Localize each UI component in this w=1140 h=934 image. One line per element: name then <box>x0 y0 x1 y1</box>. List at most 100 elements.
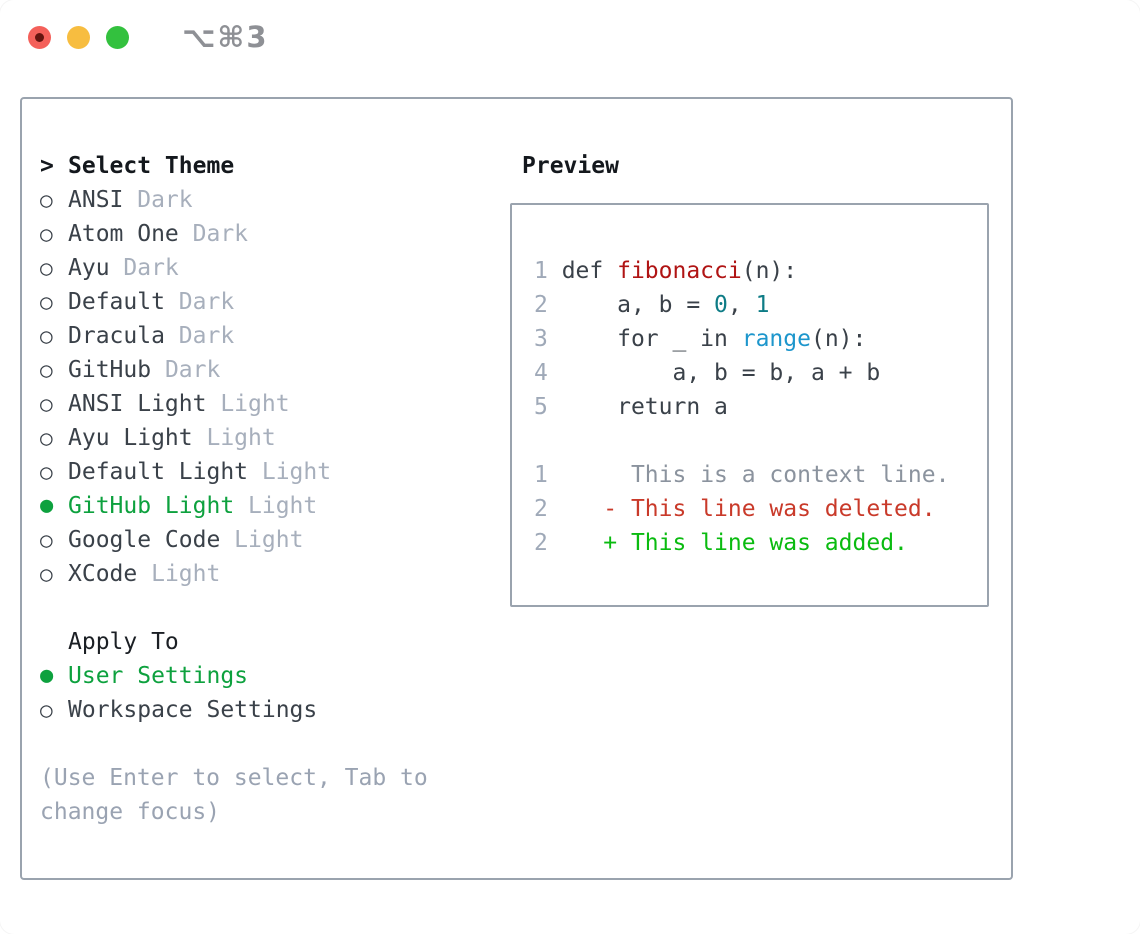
titlebar: ⌥⌘3 <box>28 20 269 54</box>
close-button[interactable] <box>28 25 51 49</box>
token-num: 0 <box>714 292 728 318</box>
token-ln: 5 <box>534 394 562 420</box>
diff-context-line: 1 This is a context line. <box>534 458 987 492</box>
token-ln: 1 <box>534 258 562 284</box>
window-title: ⌥⌘3 <box>182 20 269 54</box>
radio-icon: ○ <box>40 290 53 314</box>
theme-option-label: Dracula <box>68 323 165 349</box>
theme-option-label: Ayu <box>68 255 110 281</box>
radio-icon: ○ <box>40 528 53 552</box>
theme-option[interactable]: ○GitHub Dark <box>40 353 480 387</box>
hint-text-line2: change focus) <box>40 799 221 825</box>
zoom-button[interactable] <box>106 25 129 49</box>
theme-option[interactable]: ○ Default Dark <box>40 285 480 319</box>
theme-option[interactable]: ○ Google Code Light <box>40 523 480 557</box>
apply-option[interactable]: ○ Workspace Settings <box>40 693 480 727</box>
theme-option-label: Default Light <box>68 459 249 485</box>
radio-icon: ○ <box>40 324 53 348</box>
theme-variant-tag: Light <box>192 425 276 451</box>
token-ln: 4 <box>534 360 562 386</box>
theme-option-label: GitHub Light <box>68 493 235 519</box>
radio-icon: ○ <box>40 256 53 280</box>
theme-variant-tag: Dark <box>109 255 179 281</box>
left-column: > Select Theme ○ANSI Dark○Atom One Dark○… <box>40 149 480 829</box>
theme-option[interactable]: ○ Atom One Dark <box>40 217 480 251</box>
blank-line <box>534 424 987 458</box>
code-line: 4 a, b = b, a + b <box>534 356 987 390</box>
code-line: 2 a, b = 0, 1 <box>534 288 987 322</box>
theme-option-label: Default <box>68 289 165 315</box>
token-pl: a, b = <box>561 292 715 318</box>
theme-variant-tag: Light <box>137 561 221 587</box>
apply-option-label: Workspace Settings <box>68 697 318 723</box>
unsaved-changes-dot-icon <box>35 32 44 42</box>
radio-icon: ○ <box>40 222 53 246</box>
preview-header: Preview <box>522 153 619 179</box>
code-line: 3 for _ in range(n): <box>534 322 987 356</box>
radio-icon: ○ <box>40 562 53 586</box>
apply-option[interactable]: ● User Settings <box>40 659 480 693</box>
token-pl: , <box>727 292 756 318</box>
token-add: + This line was added. <box>603 530 908 556</box>
theme-variant-tag: Dark <box>164 289 235 315</box>
diff-deleted-line: 2 - This line was deleted. <box>534 492 987 526</box>
apply-option-label: User Settings <box>68 663 249 689</box>
token-pl <box>548 496 603 522</box>
cursor-arrow-icon: > <box>40 153 54 179</box>
token-pl <box>548 530 603 556</box>
token-pl: (n): <box>741 258 798 284</box>
theme-option[interactable]: ○ Dracula Dark <box>40 319 480 353</box>
theme-variant-tag: Light <box>206 391 290 417</box>
theme-picker-panel: > Select Theme ○ANSI Dark○Atom One Dark○… <box>20 97 1013 880</box>
apply-to-header-label: Apply To <box>68 629 179 655</box>
radio-selected-icon: ● <box>40 493 54 518</box>
theme-option[interactable]: ○ XCode Light <box>40 557 480 591</box>
theme-option-label: GitHub <box>68 357 152 383</box>
spacer <box>40 591 480 625</box>
theme-option[interactable]: ○ Ayu Dark <box>40 251 480 285</box>
radio-icon: ○ <box>40 460 53 484</box>
theme-option-label: XCode <box>68 561 138 587</box>
hint-text-line1: (Use Enter to select, Tab to <box>40 765 428 791</box>
token-ln: 2 <box>534 496 548 522</box>
theme-option[interactable]: ○ Ayu Light Light <box>40 421 480 455</box>
radio-icon: ○ <box>40 426 53 450</box>
token-num: 1 <box>755 292 770 318</box>
theme-option-label: Ayu Light <box>68 425 193 451</box>
theme-variant-tag: Light <box>220 527 304 553</box>
token-pl: a, b = b, a + b <box>561 360 881 386</box>
spacer <box>40 727 480 761</box>
theme-variant-tag: Dark <box>178 221 249 247</box>
theme-option[interactable]: ○ ANSI Light Light <box>40 387 480 421</box>
theme-option-label: ANSI <box>68 187 124 213</box>
theme-variant-tag: Dark <box>164 323 235 349</box>
preview-column: Preview 1 def fibonacci(n):2 a, b = 0, 1… <box>502 149 989 607</box>
theme-option-label: Google Code <box>68 527 221 553</box>
theme-option[interactable]: ○ ANSI Dark <box>40 183 480 217</box>
radio-icon: ○ <box>40 698 53 722</box>
theme-option-label: ANSI Light <box>68 391 207 417</box>
radio-selected-icon: ● <box>40 663 54 688</box>
radio-icon: ○ <box>40 188 53 212</box>
radio-icon: ○ <box>40 392 53 416</box>
theme-option-label: Atom One <box>68 221 179 247</box>
token-ln: 1 <box>534 462 548 488</box>
theme-list: ○ ANSI Dark ○ Atom One Dark ○ Ayu Dark ○ Defaul… <box>40 183 480 591</box>
theme-option[interactable]: ○Default Light Light <box>40 455 480 489</box>
token-pl: return a <box>561 394 728 420</box>
theme-variant-tag: Dark <box>151 357 221 383</box>
token-pl: (n): <box>810 326 867 352</box>
diff-added-line: 2 + This line was added. <box>534 526 987 560</box>
code-line: 5 return a <box>534 390 987 424</box>
select-theme-header-label: Select Theme <box>68 153 235 179</box>
select-theme-header: > Select Theme <box>40 149 480 183</box>
minimize-button[interactable] <box>67 25 90 49</box>
token-fn: fibonacci <box>617 258 742 284</box>
theme-variant-tag: Light <box>234 493 318 519</box>
token-ln: 2 <box>534 292 562 318</box>
theme-option[interactable]: ● GitHub Light Light <box>40 489 480 523</box>
token-ln: 2 <box>534 530 548 556</box>
theme-variant-tag: Dark <box>123 187 193 213</box>
